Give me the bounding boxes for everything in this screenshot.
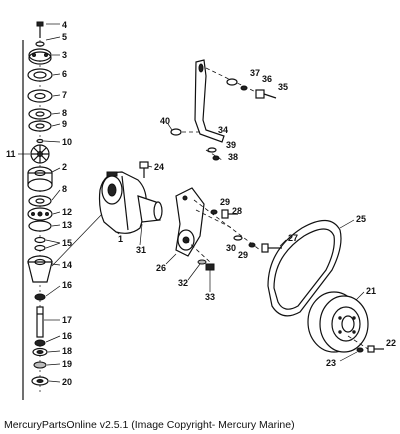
gasket-part-4 (28, 220, 52, 232)
bolt-part-35 (255, 89, 277, 99)
drive-belt (267, 219, 342, 317)
callout-4: 4 (62, 20, 67, 30)
assembly-leader-line (51, 211, 105, 267)
callout-8-lower: 8 (62, 184, 67, 194)
callout-27: 27 (288, 233, 298, 243)
callout-33: 33 (205, 292, 215, 302)
washer-part-29 (210, 209, 218, 215)
callout-24: 24 (154, 162, 164, 172)
assembly-axis-line-3 (185, 239, 211, 263)
callout-12: 12 (62, 207, 72, 217)
callout-16-upper: 16 (62, 280, 72, 290)
callout-22: 22 (386, 338, 396, 348)
pump-body-part (27, 255, 53, 283)
nut-part-37 (226, 78, 238, 86)
plate-part (28, 120, 52, 132)
callout-23: 23 (326, 358, 336, 368)
washer-part-29b (248, 242, 256, 248)
callout-26: 26 (156, 263, 166, 273)
callout-39: 39 (226, 140, 236, 150)
exploded-parts-diagram: 4 5 3 6 7 8 9 10 11 2 8 12 13 15 14 16 1… (6, 20, 396, 400)
callout-37: 37 (250, 68, 260, 78)
callout-38: 38 (228, 152, 238, 162)
washer-part-30 (233, 235, 243, 241)
callout-9: 9 (62, 119, 67, 129)
pump-housing-part (27, 166, 53, 192)
callout-13: 13 (62, 220, 72, 230)
callout-28: 28 (232, 206, 242, 216)
washer-part-23 (356, 347, 364, 353)
bolt-part-22 (367, 345, 384, 353)
o-ring-part (36, 138, 44, 144)
bolt-part-27 (261, 243, 282, 253)
callout-18: 18 (62, 346, 72, 356)
callout-21: 21 (366, 286, 376, 296)
screw-part (36, 21, 44, 38)
shaft-part (36, 306, 44, 338)
gasket-part (27, 68, 53, 82)
plate-part-2 (27, 207, 53, 221)
gasket-part-2 (28, 108, 52, 120)
bolt-part-28 (221, 209, 238, 219)
wear-plate-part (27, 89, 53, 103)
image-caption: MercuryPartsOnline v2.5.1 (Image Copyrig… (4, 419, 295, 431)
callout-14: 14 (62, 260, 72, 270)
callout-25: 25 (356, 214, 366, 224)
nut-part-40 (170, 128, 182, 136)
washer-part (35, 41, 45, 47)
callout-34: 34 (218, 125, 228, 135)
callout-10: 10 (62, 137, 72, 147)
callout-5: 5 (62, 32, 67, 42)
callout-35: 35 (278, 82, 288, 92)
gasket-part-3 (28, 195, 52, 207)
callout-11: 11 (6, 149, 16, 159)
washer-part-36 (240, 85, 248, 91)
callout-17: 17 (62, 315, 72, 325)
callout-20: 20 (62, 377, 72, 387)
callout-30: 30 (226, 243, 236, 253)
callout-29-lower: 29 (238, 250, 248, 260)
callout-3: 3 (62, 50, 67, 60)
callout-16-lower: 16 (62, 331, 72, 341)
impeller-part (30, 144, 50, 164)
seal-part (34, 293, 46, 301)
bolt-part-24 (139, 161, 149, 178)
washer-part-39 (207, 147, 217, 153)
callout-19: 19 (62, 359, 72, 369)
callout-32: 32 (178, 278, 188, 288)
spacer-part (31, 376, 49, 386)
drive-pulley (307, 291, 369, 353)
callout-6: 6 (62, 69, 67, 79)
callout-2-left: 2 (62, 162, 67, 172)
callout-31: 31 (136, 245, 146, 255)
callout-1: 1 (118, 234, 123, 244)
callout-36: 36 (262, 74, 272, 84)
callout-29-upper: 29 (220, 197, 230, 207)
nut-part-33 (205, 263, 215, 271)
pump-assembly (98, 171, 163, 234)
callout-40: 40 (160, 116, 170, 126)
seal-part-2 (34, 339, 46, 347)
washer-part-2 (33, 361, 47, 369)
callout-7: 7 (62, 90, 67, 100)
mounting-bracket (175, 187, 205, 257)
adjusting-arm (194, 59, 225, 143)
pump-parts-stack (22, 21, 53, 400)
left-callouts: 4 5 3 6 7 8 9 10 11 2 8 12 13 15 14 16 1… (6, 20, 72, 387)
callout-8-upper: 8 (62, 108, 67, 118)
cover-plate-part (28, 48, 52, 65)
callout-15: 15 (62, 238, 72, 248)
washer-part-32 (197, 259, 207, 265)
bearing-part (32, 347, 48, 357)
washer-pair-part (34, 236, 46, 252)
